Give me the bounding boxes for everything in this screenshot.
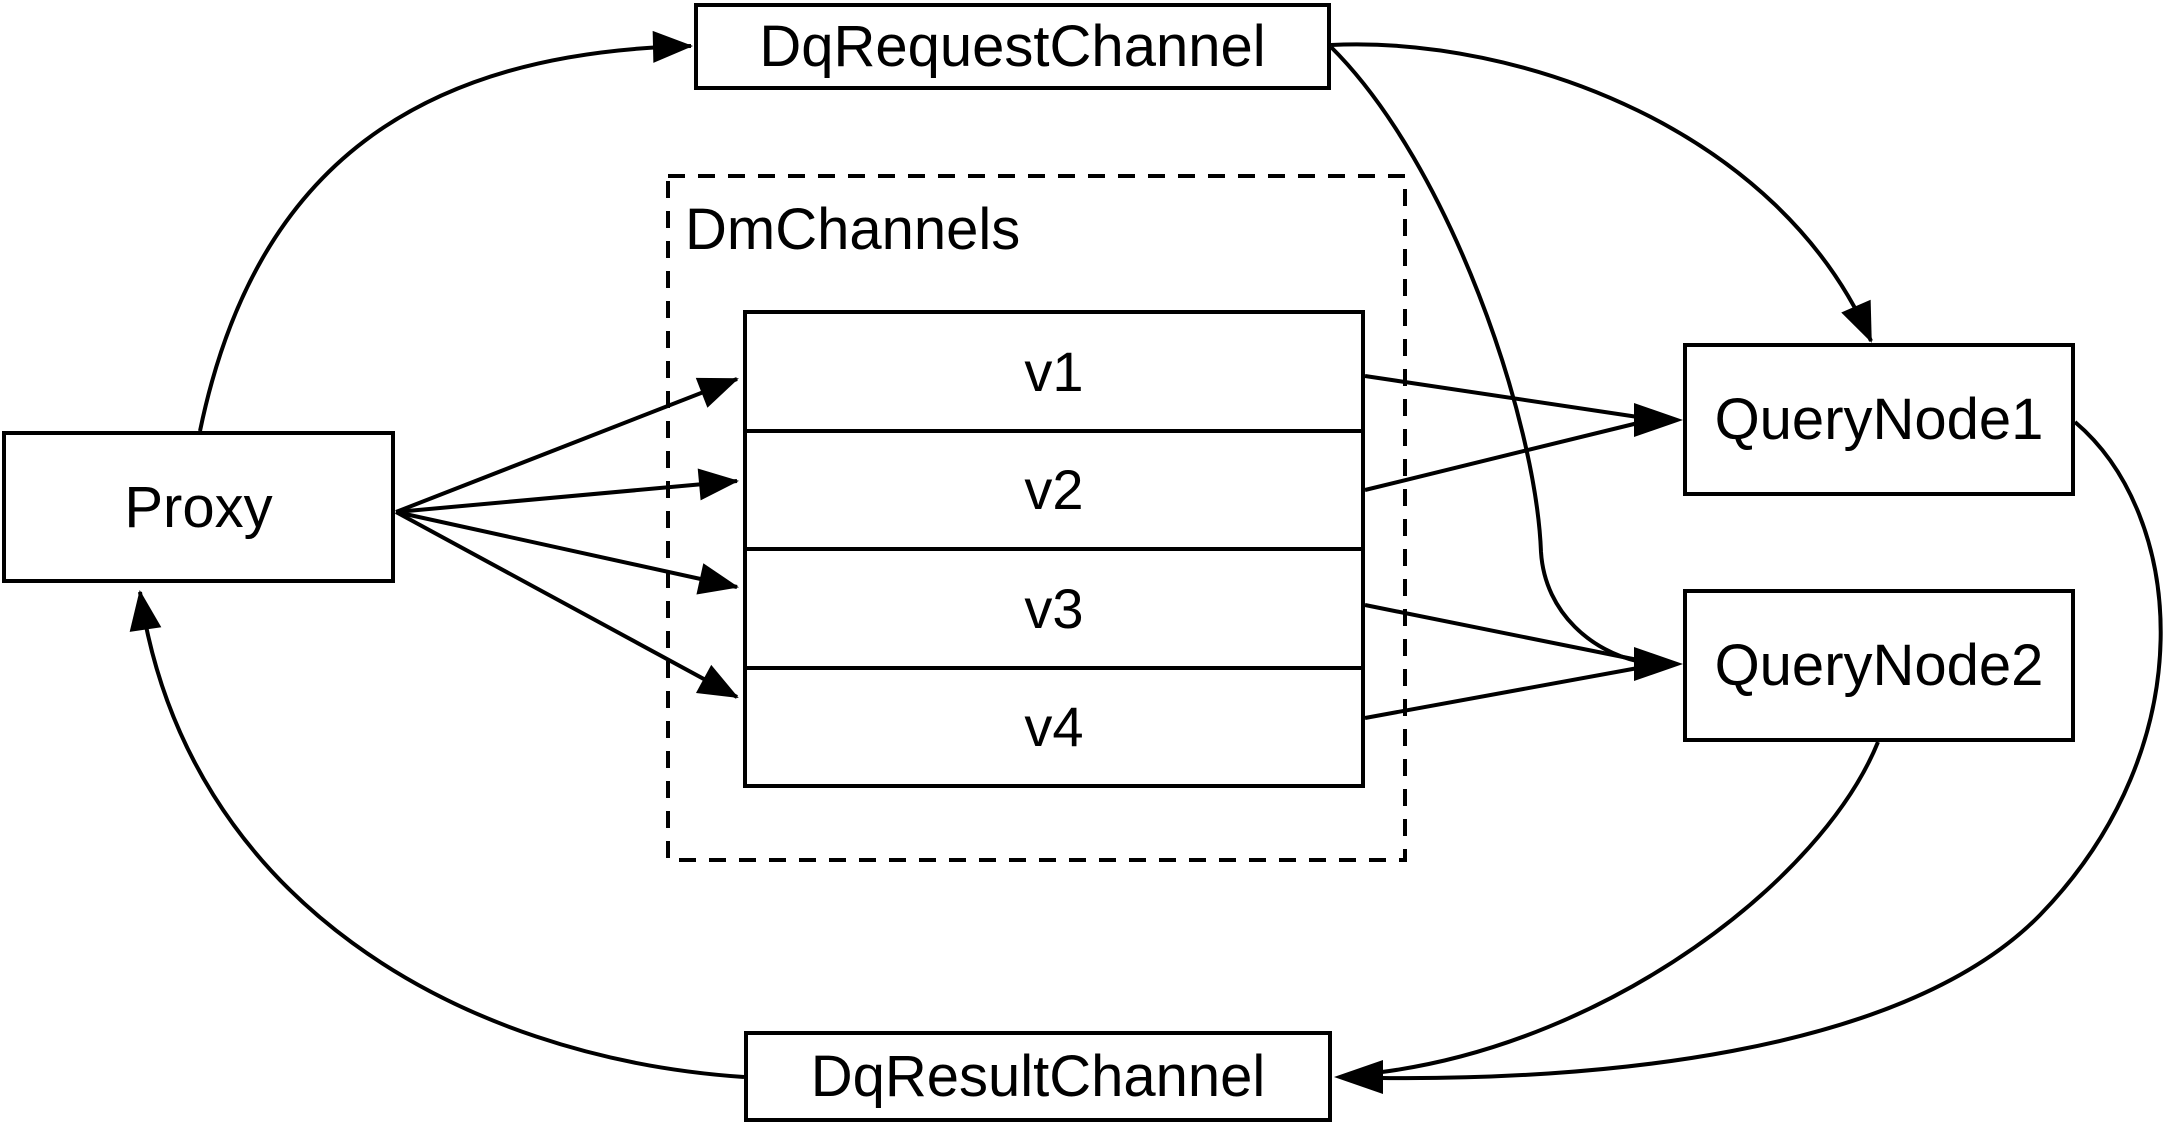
edge-dqrequestchannel-to-querynode2 bbox=[1329, 45, 1638, 663]
edge-dqresultchannel-to-proxy bbox=[129, 590, 745, 1079]
node-dqresultchannel: DqResultChannel bbox=[744, 1031, 1332, 1122]
dm-channels-label: DmChannels bbox=[685, 197, 1021, 262]
channel-v3-label: v3 bbox=[1024, 576, 1084, 640]
node-dqrequestchannel-label: DqRequestChannel bbox=[759, 14, 1266, 79]
edge-querynode1-to-dqresultchannel bbox=[1381, 420, 2163, 1081]
edge-dqrequestchannel-to-querynode1 bbox=[1330, 42, 1873, 343]
edge-v3-to-querynode2 bbox=[1364, 603, 1639, 662]
node-querynode1-label: QueryNode1 bbox=[1714, 387, 2044, 452]
node-dqrequestchannel: DqRequestChannel bbox=[694, 3, 1331, 90]
dm-channels-table: v1 v2 v3 v4 bbox=[743, 310, 1365, 788]
node-proxy: Proxy bbox=[2, 431, 395, 583]
node-dqresultchannel-label: DqResultChannel bbox=[810, 1044, 1266, 1109]
channel-row-v4: v4 bbox=[747, 665, 1361, 785]
edge-proxy-to-v1 bbox=[395, 377, 739, 514]
channel-v2-label: v2 bbox=[1024, 458, 1084, 522]
channel-row-v2: v2 bbox=[747, 428, 1361, 548]
node-proxy-label: Proxy bbox=[124, 474, 273, 540]
channel-row-v1: v1 bbox=[747, 314, 1361, 429]
channel-row-v3: v3 bbox=[747, 547, 1361, 666]
edge-querynode2-to-dqresultchannel bbox=[1381, 741, 1880, 1074]
edge-proxy-to-v2 bbox=[395, 468, 739, 514]
arrowhead-into-querynode2 bbox=[1634, 647, 1683, 681]
edge-proxy-to-dqrequestchannel bbox=[198, 30, 693, 432]
arrowhead-into-querynode1 bbox=[1634, 403, 1683, 437]
edge-v2-to-querynode1 bbox=[1364, 421, 1639, 492]
node-querynode1: QueryNode1 bbox=[1683, 343, 2075, 496]
node-querynode2-label: QueryNode2 bbox=[1714, 633, 2044, 698]
edge-v4-to-querynode2 bbox=[1364, 666, 1639, 720]
channel-v1-label: v1 bbox=[1024, 339, 1084, 403]
channel-v4-label: v4 bbox=[1024, 695, 1084, 759]
edge-proxy-to-v3 bbox=[395, 510, 739, 595]
edge-proxy-to-v4 bbox=[395, 510, 739, 699]
dm-channels-group-border bbox=[666, 174, 1407, 862]
edge-v1-to-querynode1 bbox=[1364, 374, 1639, 419]
arrowhead-into-dqresultchannel bbox=[1334, 1060, 1383, 1094]
node-querynode2: QueryNode2 bbox=[1683, 589, 2075, 742]
